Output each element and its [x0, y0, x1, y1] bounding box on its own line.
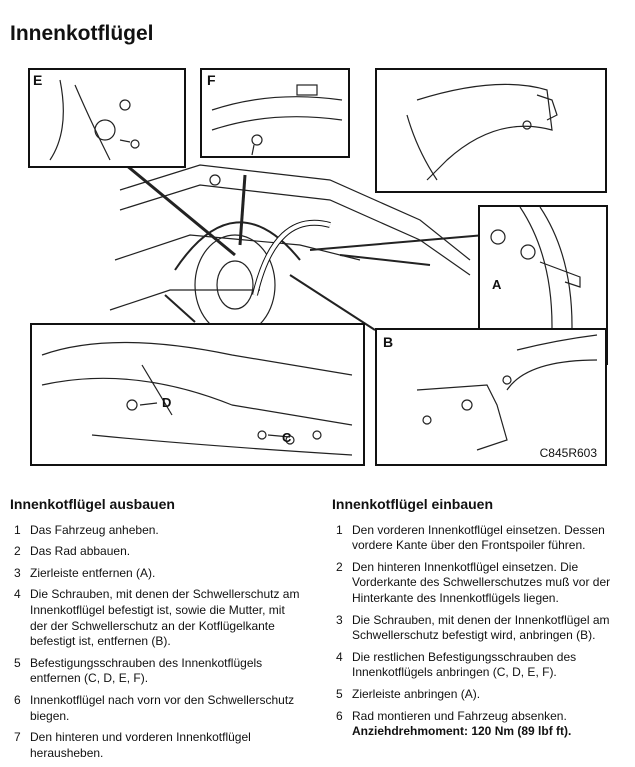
label-e: E [33, 72, 43, 88]
detail-panel-fender-liner [375, 68, 607, 193]
detail-panel-b: B C845R603 [375, 328, 607, 466]
detail-panel-f: F [200, 68, 350, 158]
install-heading: Innenkotflügel einbauen [332, 496, 494, 512]
label-b: B [383, 334, 394, 350]
label-c: C [282, 430, 292, 445]
detail-panel-underbody: D C [30, 323, 365, 466]
fender-liner-drawing [406, 83, 558, 181]
sill-guard-drawing-b [416, 334, 598, 451]
bracket-bolt-drawing-e [49, 79, 140, 161]
label-d: D [162, 395, 172, 410]
label-f: F [207, 72, 216, 88]
detail-panel-e: E [28, 68, 186, 168]
figure-code: C845R603 [539, 446, 597, 460]
bracket-bolt-drawing-f [211, 84, 343, 156]
page-title: Innenkotflügel [10, 22, 154, 45]
illustration: E F A D [0, 60, 635, 470]
label-a: A [492, 277, 502, 292]
torque-spec: Anziehdrehmoment: 120 Nm (89 lbf ft). [352, 724, 572, 739]
underbody-drawing [41, 341, 353, 456]
remove-heading: Innenkotflügel ausbauen [10, 496, 175, 512]
